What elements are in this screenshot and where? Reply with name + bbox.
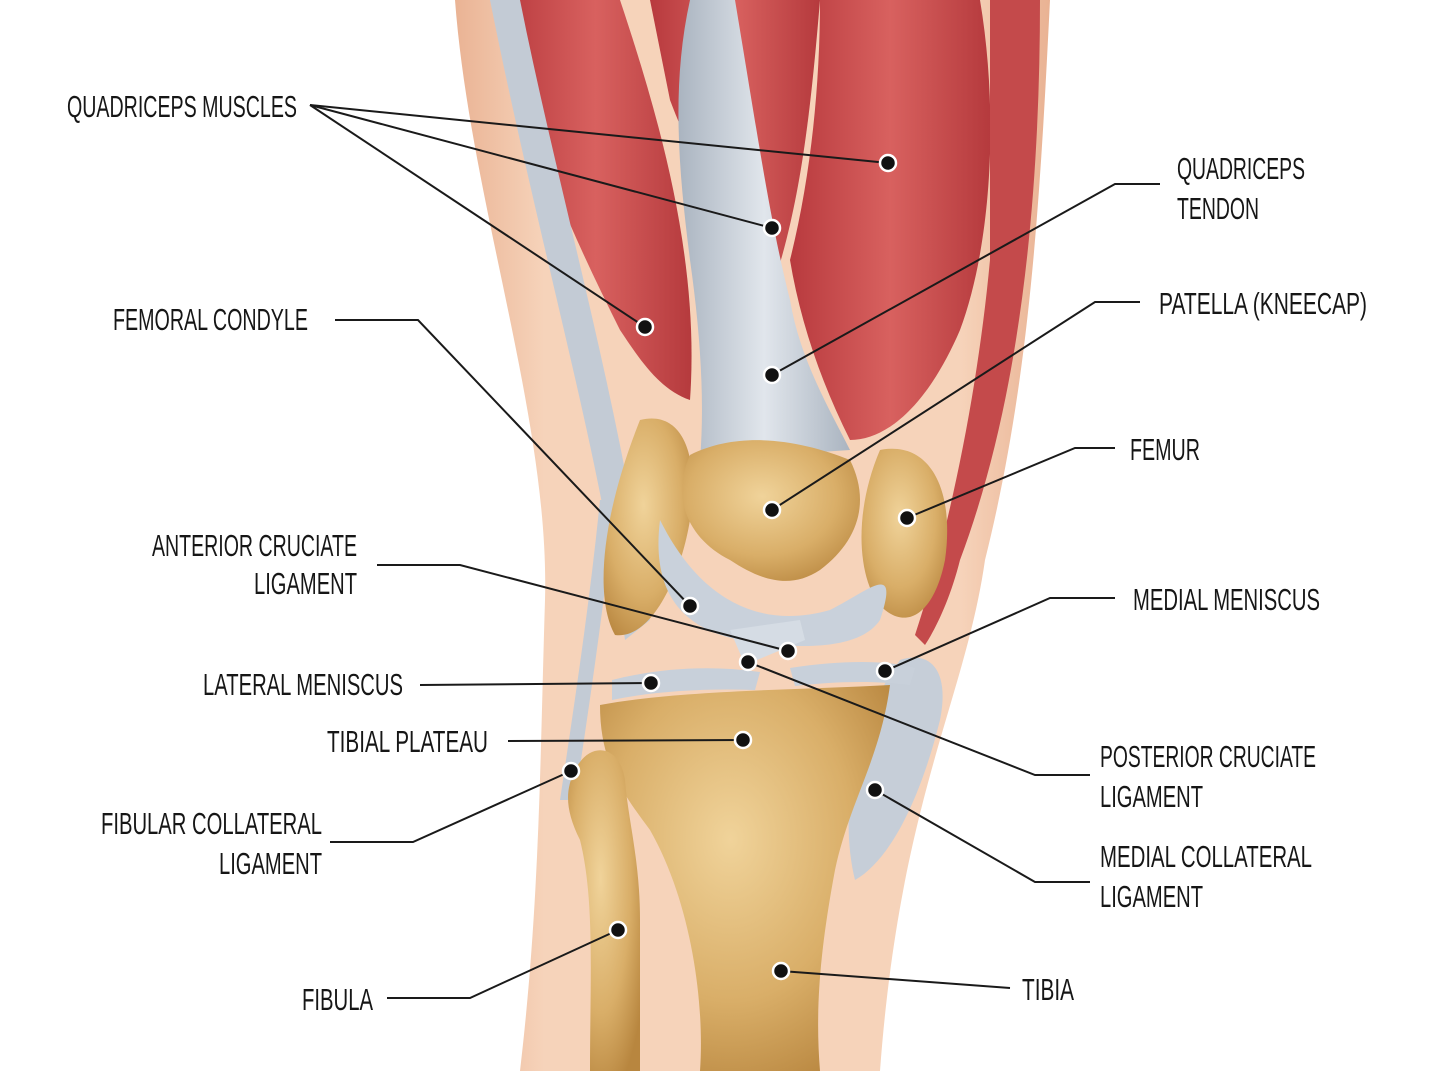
label-fibula: FIBULA: [302, 982, 373, 1017]
label-femoral-condyle: FEMORAL CONDYLE: [113, 302, 308, 337]
leader-lateral-meniscus: [419, 682, 652, 686]
iliotibial-band: [490, 0, 650, 640]
label-mcl-line1: MEDIAL COLLATERAL: [1100, 839, 1312, 874]
dot-quadriceps-2: [762, 218, 782, 238]
leader-patella: [771, 301, 1140, 511]
dot-mcl: [865, 780, 885, 800]
label-quadriceps-muscles: QUADRICEPS MUSCLES: [67, 89, 297, 124]
leader-fcl: [330, 770, 572, 843]
leader-quadriceps-3: [309, 104, 646, 328]
label-pcl-line2: LIGAMENT: [1100, 779, 1203, 814]
leader-tibia: [780, 970, 1011, 989]
dot-femoral-condyle: [680, 596, 700, 616]
leader-medial-meniscus: [884, 597, 1115, 672]
dot-acl: [778, 641, 798, 661]
leader-acl: [377, 564, 789, 652]
leader-tibial-plateau: [507, 739, 744, 742]
dot-femur: [897, 508, 917, 528]
dot-quadriceps-1: [878, 153, 898, 173]
label-fcl-line2: LIGAMENT: [219, 846, 322, 881]
leader-femoral-condyle: [335, 319, 691, 607]
dot-medial-meniscus: [875, 661, 895, 681]
leader-mcl: [874, 789, 1090, 883]
marker-dots: [561, 153, 917, 981]
leader-pcl: [747, 661, 1090, 776]
dot-fibula: [608, 920, 628, 940]
label-patella: PATELLA (KNEECAP): [1159, 286, 1367, 321]
label-tibia: TIBIA: [1022, 972, 1074, 1007]
label-quadriceps-tendon-line1: QUADRICEPS: [1177, 151, 1305, 186]
labels: QUADRICEPS MUSCLES QUADRICEPS TENDON FEM…: [67, 89, 1367, 1017]
dot-tibial-plateau: [733, 730, 753, 750]
sartorius-muscle: [915, 0, 1040, 645]
leader-quadriceps-1: [309, 104, 889, 164]
vastus-medialis-muscle: [790, 0, 991, 440]
leader-lines: [309, 104, 1160, 999]
dot-pcl: [738, 652, 758, 672]
label-tibial-plateau: TIBIAL PLATEAU: [327, 724, 488, 759]
leader-quadriceps-2: [309, 104, 773, 229]
label-femur: FEMUR: [1130, 432, 1200, 467]
medial-femoral-condyle: [861, 448, 948, 618]
fibular-collateral-shape: [560, 500, 615, 800]
label-fcl-line1: FIBULAR COLLATERAL: [101, 806, 322, 841]
label-acl-line1: ANTERIOR CRUCIATE: [152, 528, 357, 563]
vastus-lateralis-muscle: [500, 0, 692, 400]
dot-tibia: [771, 961, 791, 981]
fibula-bone: [568, 750, 640, 1071]
dot-lateral-meniscus: [641, 673, 661, 693]
label-medial-meniscus: MEDIAL MENISCUS: [1133, 582, 1320, 617]
dot-fcl: [561, 761, 581, 781]
dot-patella: [762, 500, 782, 520]
label-acl-line2: LIGAMENT: [254, 566, 357, 601]
leader-femur: [906, 447, 1115, 519]
leader-quadriceps-tendon: [771, 183, 1160, 376]
dot-quadriceps-tendon: [762, 365, 782, 385]
label-mcl-line2: LIGAMENT: [1100, 879, 1203, 914]
dot-quadriceps-3: [635, 317, 655, 337]
label-lateral-meniscus: LATERAL MENISCUS: [203, 667, 403, 702]
leader-fibula: [387, 929, 619, 999]
condyle-cartilage: [658, 520, 887, 646]
label-pcl-line1: POSTERIOR CRUCIATE: [1100, 739, 1316, 774]
label-quadriceps-tendon-line2: TENDON: [1177, 191, 1259, 226]
